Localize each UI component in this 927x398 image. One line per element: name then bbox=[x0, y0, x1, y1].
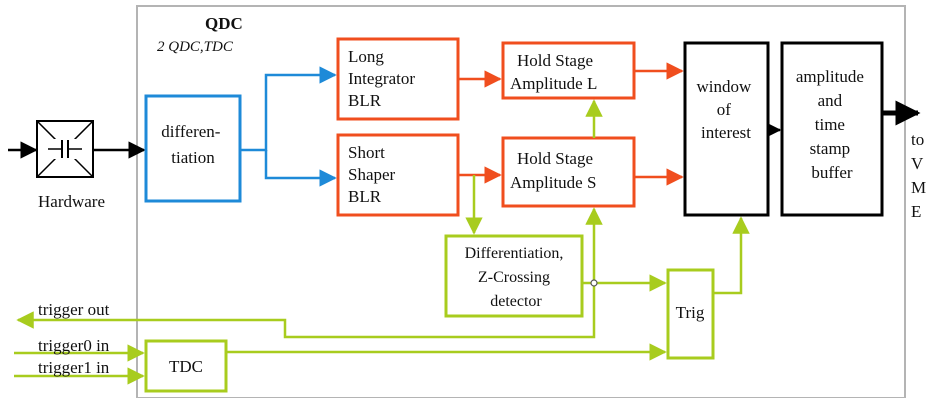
qdc-subtitle: 2 QDC,TDC bbox=[157, 39, 234, 55]
svg-text:amplitude and time: amplitude and time stamp buffer bbox=[796, 67, 868, 182]
green-connectors bbox=[14, 99, 750, 385]
trig-label: Trig bbox=[676, 303, 705, 322]
junction-dot bbox=[590, 279, 598, 287]
hardware-capacitor-icon bbox=[36, 120, 94, 178]
output-v: V bbox=[911, 154, 924, 173]
window-line-1: window bbox=[696, 77, 752, 96]
hold-stage-s-line-1: Hold Stage bbox=[517, 149, 593, 168]
svg-text:Short Shaper BLR: Short Shaper BLR bbox=[348, 143, 399, 206]
short-shaper-line-1: Short bbox=[348, 143, 385, 162]
zcrossing-line-1: Differentiation, bbox=[465, 245, 564, 262]
svg-text:to V M E: to V M E bbox=[911, 130, 927, 221]
blue-connectors bbox=[240, 66, 337, 187]
long-integrator-line-3: BLR bbox=[348, 91, 382, 110]
svg-text:Hold Stage Amplitude S: Hold Stage Amplitude S bbox=[510, 149, 597, 192]
zcrossing-line-3: detector bbox=[490, 293, 542, 310]
window-line-3: interest bbox=[701, 123, 751, 142]
qdc-frame bbox=[136, 5, 906, 398]
buffer-line-2: and bbox=[818, 91, 843, 110]
red-connectors bbox=[458, 62, 684, 186]
hold-stage-l-line-1: Hold Stage bbox=[517, 51, 593, 70]
buffer-block bbox=[780, 41, 884, 217]
differentiation-block bbox=[144, 94, 242, 203]
long-integrator-line-2: Integrator bbox=[348, 69, 415, 88]
trigger1-in-label: trigger1 in bbox=[38, 358, 110, 377]
short-shaper-line-3: BLR bbox=[348, 187, 382, 206]
differentiation-line-2: tiation bbox=[171, 148, 215, 167]
output-m: M bbox=[911, 178, 926, 197]
window-line-2: of bbox=[717, 100, 732, 119]
tdc-label: TDC bbox=[169, 357, 203, 376]
short-shaper-block bbox=[336, 133, 460, 217]
buffer-line-3: time bbox=[815, 115, 845, 134]
short-shaper-line-2: Shaper bbox=[348, 165, 396, 184]
output-to: to bbox=[911, 130, 924, 149]
buffer-line-4: stamp bbox=[810, 139, 851, 158]
hold-stage-s-line-2: Amplitude S bbox=[510, 173, 596, 192]
output-e: E bbox=[911, 202, 921, 221]
trigger-out-label: trigger out bbox=[38, 300, 110, 319]
qdc-title: QDC bbox=[205, 14, 243, 33]
zcrossing-line-2: Z-Crossing bbox=[478, 269, 550, 286]
hold-stage-s-block bbox=[501, 136, 636, 208]
svg-text:Hold Stage Amplitude L: Hold Stage Amplitude L bbox=[510, 51, 597, 93]
buffer-line-5: buffer bbox=[811, 163, 853, 182]
trig-block bbox=[666, 268, 715, 360]
buffer-line-1: amplitude bbox=[796, 67, 864, 86]
differentiation-line-1: differen- bbox=[161, 122, 220, 141]
tdc-block bbox=[144, 339, 228, 393]
svg-text:Differentiation, Z-Crossin: Differentiation, Z-Crossing detector bbox=[465, 245, 568, 310]
svg-text:differen- tiation: differen- tiation bbox=[161, 122, 224, 167]
svg-text:Long Integrator BLR: Long Integrator BLR bbox=[348, 47, 419, 110]
svg-text:window of interest: window of interest bbox=[696, 77, 755, 142]
trigger0-in-label: trigger0 in bbox=[38, 336, 110, 355]
long-integrator-line-1: Long bbox=[348, 47, 384, 66]
hardware-label: Hardware bbox=[38, 192, 105, 211]
zcrossing-block bbox=[444, 234, 584, 318]
hold-stage-l-line-2: Amplitude L bbox=[510, 74, 597, 93]
